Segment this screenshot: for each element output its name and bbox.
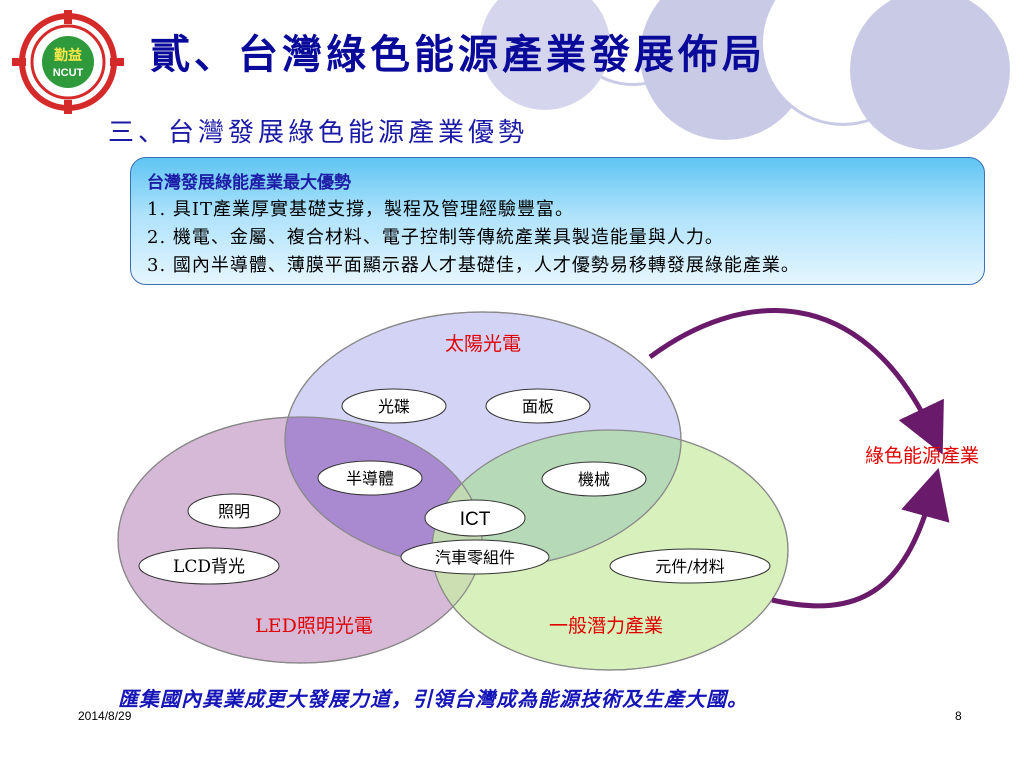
decor-circle-5 <box>480 0 610 110</box>
footer-date: 2014/8/29 <box>78 709 132 723</box>
pill-semiconductor-label: 半導體 <box>346 469 394 488</box>
pill-machinery: 機械 <box>541 461 647 497</box>
advantage-line-2: 2. 機電、金屬、複合材料、電子控制等傳統產業具製造能量與人力。 <box>147 227 724 248</box>
solar-label: 太陽光電 <box>445 333 521 355</box>
logo-text-bottom: NCUT <box>53 67 84 79</box>
pill-machinery-label: 機械 <box>578 470 610 489</box>
pill-optical-disc-label: 光碟 <box>378 397 410 416</box>
pill-lighting: 照明 <box>187 493 281 529</box>
page-subtitle: 三、台灣發展綠色能源產業優勢 <box>108 118 529 148</box>
advantage-line-3: 3. 國內半導體、薄膜平面顯示器人才基礎佳，人才優勢易移轉發展綠能產業。 <box>147 255 800 276</box>
bottom-note: 匯集國內異業成更大發展力道，引領台灣成為能源技術及生產大國。 <box>118 687 748 711</box>
green-energy-label: 綠色能源產業 <box>865 445 979 467</box>
logo-text-top: 勤益 <box>54 47 82 64</box>
pill-lighting-label: 照明 <box>218 502 250 521</box>
pill-ict: ICT <box>424 499 526 537</box>
pill-components-materials: 元件/材料 <box>609 548 771 584</box>
pill-ict-label: ICT <box>460 509 491 530</box>
arrow-top <box>648 308 944 455</box>
decor-circle-4 <box>850 0 1010 150</box>
footer-page-number: 8 <box>955 709 962 723</box>
school-logo: 勤益 NCUT <box>8 8 128 116</box>
pill-panel-label: 面板 <box>522 397 554 416</box>
pill-semiconductor: 半導體 <box>317 460 423 496</box>
pill-lcd-backlight-label: LCD背光 <box>173 557 245 577</box>
page-title: 貳、台灣綠色能源產業發展佈局 <box>150 31 766 78</box>
led-label: LED照明光電 <box>255 615 373 637</box>
advantages-heading: 台灣發展綠能產業最大優勢 <box>147 173 351 193</box>
arrow-bottom <box>771 467 950 609</box>
pill-panel: 面板 <box>485 388 591 424</box>
pill-optical-disc: 光碟 <box>341 388 447 424</box>
advantages-box: 台灣發展綠能產業最大優勢 1. 具IT產業厚實基礎支撐，製程及管理經驗豐富。 2… <box>130 157 985 285</box>
general-label: 一般潛力產業 <box>549 615 663 637</box>
pill-lcd-backlight: LCD背光 <box>138 547 280 585</box>
pill-auto-parts: 汽車零組件 <box>400 539 550 575</box>
advantage-line-1: 1. 具IT產業厚實基礎支撐，製程及管理經驗豐富。 <box>147 199 575 220</box>
pill-auto-parts-label: 汽車零組件 <box>435 548 515 567</box>
pill-components-materials-label: 元件/材料 <box>655 557 724 576</box>
